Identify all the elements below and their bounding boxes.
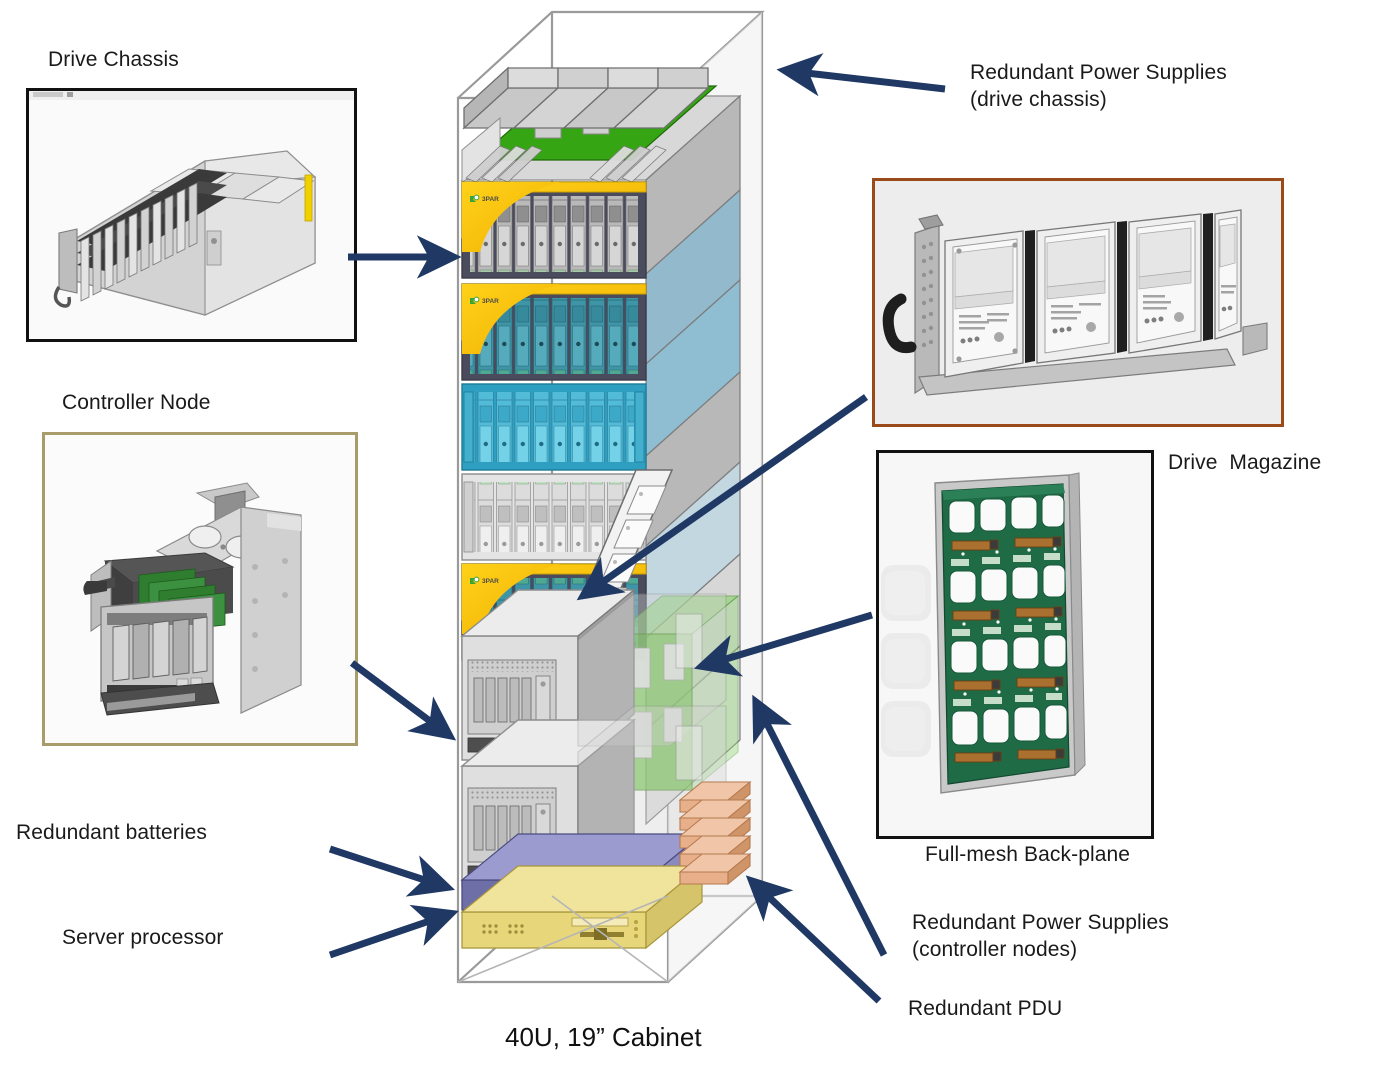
arrow-power-supplies-drive-chassis	[776, 53, 946, 97]
photo-drive-magazine	[872, 178, 1284, 427]
unit-redundant-power-supplies-drive-chassis	[460, 66, 742, 183]
label-rps-drive-line1: Redundant Power Supplies	[970, 61, 1227, 84]
arrow-redundant-batteries-to-rack	[328, 845, 455, 897]
label-full-mesh-backplane: Full-mesh Back-plane	[925, 843, 1131, 866]
arrow-server-processor-to-rack	[328, 904, 459, 959]
brand-3par-logo-3: 3PAR	[470, 576, 499, 585]
svg-text:3PAR: 3PAR	[482, 578, 499, 585]
label-rps-ctrl-line2: (controller nodes)	[912, 938, 1078, 961]
photo-controller-node	[42, 432, 358, 746]
brand-3par-logo-1: 3PAR	[470, 194, 499, 203]
unit-drive-chassis-2: 3PAR	[461, 283, 647, 381]
rack-floor-lines	[457, 895, 669, 983]
label-redundant-power-supplies-drive-chassis: Redundant Power Supplies (drive chassis)	[970, 59, 1227, 113]
unit-redundant-pdu	[678, 780, 752, 886]
svg-text:3PAR: 3PAR	[482, 298, 499, 305]
svg-text:3PAR: 3PAR	[482, 196, 499, 203]
unit-drive-chassis-3	[461, 383, 647, 471]
arrow-controller-node-to-rack	[349, 660, 457, 741]
brand-3par-logo-2: 3PAR	[470, 296, 499, 305]
label-drive-magazine: Drive Magazine	[1168, 451, 1322, 474]
caption-cabinet: 40U, 19” Cabinet	[505, 1022, 702, 1052]
label-redundant-pdu: Redundant PDU	[908, 997, 1063, 1020]
photo-drive-chassis	[26, 88, 357, 342]
label-rps-drive-line2: (drive chassis)	[970, 88, 1107, 111]
photo-backplane	[876, 450, 1154, 839]
unit-drive-chassis-1: 3PAR	[461, 181, 647, 279]
label-server-processor: Server processor	[62, 926, 224, 949]
label-redundant-power-supplies-controller-nodes: Redundant Power Supplies (controller nod…	[912, 909, 1169, 963]
label-controller-node: Controller Node	[62, 391, 211, 414]
cabinet-illustration: 3PAR 3PAR	[456, 10, 765, 984]
label-rps-ctrl-line1: Redundant Power Supplies	[912, 911, 1169, 934]
label-drive-chassis: Drive Chassis	[48, 48, 179, 71]
label-redundant-batteries: Redundant batteries	[16, 821, 208, 844]
